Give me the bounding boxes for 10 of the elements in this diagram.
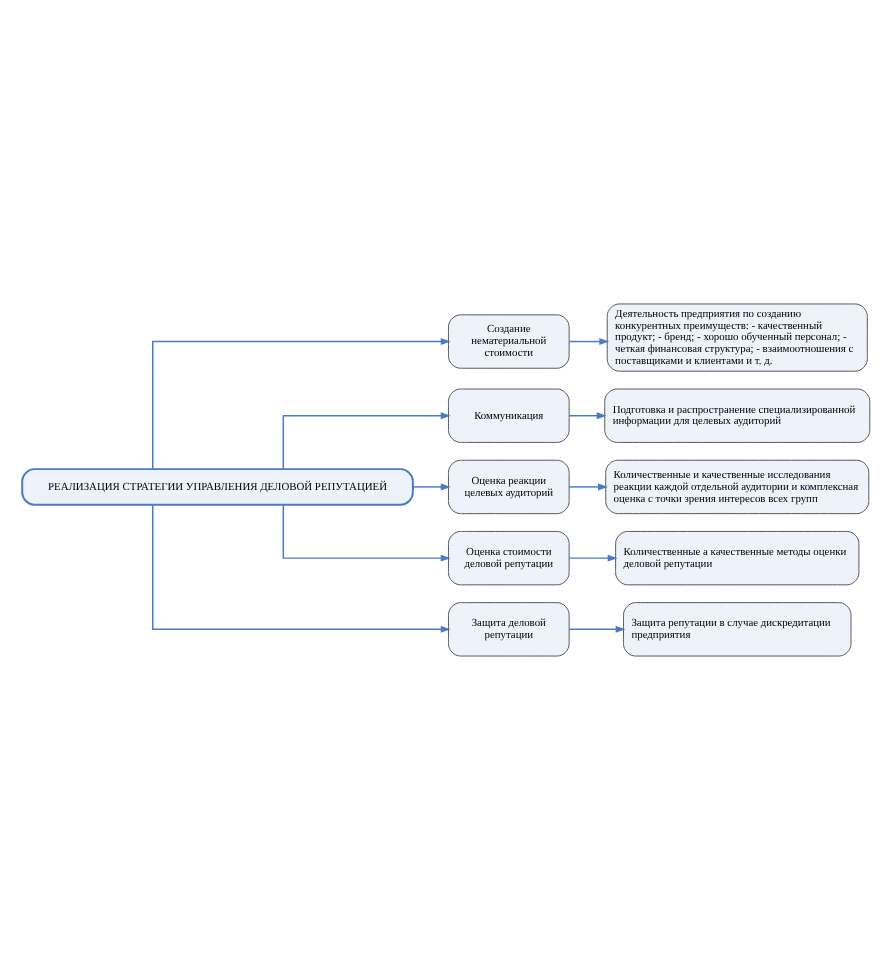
arrow [152,338,451,470]
arrow [568,483,608,491]
arrow [568,412,607,420]
arrow [412,483,451,491]
arrow [568,625,626,633]
arrow [282,504,451,562]
arrow [568,554,618,562]
arrow [152,504,451,633]
arrow [282,412,451,470]
arrow [568,338,610,345]
